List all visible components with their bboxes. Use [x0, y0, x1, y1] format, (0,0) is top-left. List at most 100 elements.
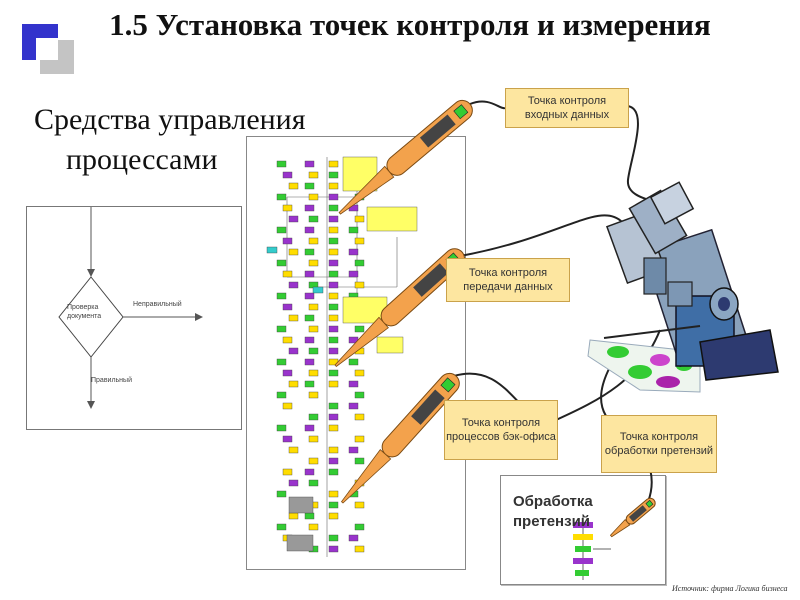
process-step — [282, 468, 293, 476]
process-step — [328, 457, 339, 465]
process-step — [288, 215, 299, 223]
process-step — [276, 523, 287, 531]
process-step — [328, 369, 339, 377]
process-step — [276, 490, 287, 498]
process-step — [304, 292, 315, 300]
process-step — [348, 270, 359, 278]
process-step — [276, 424, 287, 432]
process-step — [288, 446, 299, 454]
process-step — [304, 380, 315, 388]
process-step — [328, 446, 339, 454]
process-step — [354, 501, 365, 509]
flowchart-drawing — [58, 207, 203, 409]
process-step — [276, 358, 287, 366]
claims-panel-title: Обработка претензий — [513, 493, 593, 530]
process-step — [304, 160, 315, 168]
process-step — [308, 391, 319, 399]
process-step — [354, 545, 365, 553]
process-step — [308, 259, 319, 267]
process-step — [354, 413, 365, 421]
process-step — [304, 226, 315, 234]
process-step — [282, 303, 293, 311]
process-step — [288, 314, 299, 322]
control-point-backoffice-callout: Точка контроля процессов бэк-офиса — [444, 400, 558, 460]
process-step — [288, 347, 299, 355]
process-step — [304, 314, 315, 322]
process-step — [354, 457, 365, 465]
process-step — [328, 490, 339, 498]
process-step — [348, 248, 359, 256]
decision-label: Проверка документа — [67, 304, 102, 320]
thermometer-probe — [340, 372, 460, 504]
process-step — [288, 479, 299, 487]
process-step — [328, 182, 339, 190]
correct-label: Правильный — [91, 377, 132, 384]
process-step — [282, 171, 293, 179]
process-step — [282, 402, 293, 410]
process-step — [328, 237, 339, 245]
process-step — [354, 369, 365, 377]
process-step — [308, 237, 319, 245]
process-step — [288, 281, 299, 289]
process-step — [328, 270, 339, 278]
process-step — [348, 402, 359, 410]
process-step — [312, 286, 324, 294]
process-step — [276, 226, 287, 234]
process-step — [354, 523, 365, 531]
process-step — [288, 380, 299, 388]
process-step — [348, 446, 359, 454]
process-step — [354, 325, 365, 333]
process-step — [328, 413, 339, 421]
process-step — [308, 171, 319, 179]
source-note: Источник: фирма Логика бизнеса — [672, 584, 788, 593]
process-step — [304, 248, 315, 256]
process-step — [348, 358, 359, 366]
thermometer-probe — [609, 497, 656, 538]
process-step — [328, 512, 339, 520]
thermometer-probes — [334, 99, 656, 538]
thermometer-probe — [334, 248, 466, 368]
process-step — [354, 215, 365, 223]
process-step — [304, 204, 315, 212]
process-step — [328, 347, 339, 355]
control-point-input-callout: Точка контроля входных данных — [505, 88, 629, 128]
process-step — [304, 358, 315, 366]
subtitle-line-1: Средства управления — [34, 103, 306, 136]
process-map-panel — [246, 136, 466, 570]
process-step — [328, 501, 339, 509]
accent-square-white — [36, 38, 58, 60]
process-step — [276, 193, 287, 201]
process-step — [308, 325, 319, 333]
process-step — [282, 369, 293, 377]
process-step — [276, 391, 287, 399]
process-step — [308, 215, 319, 223]
process-note — [342, 296, 388, 324]
process-step — [328, 160, 339, 168]
process-step — [282, 270, 293, 278]
process-map-drawing — [266, 156, 418, 557]
process-step — [276, 160, 287, 168]
process-step — [328, 171, 339, 179]
process-step — [276, 292, 287, 300]
process-step — [276, 325, 287, 333]
process-step — [308, 413, 319, 421]
process-step — [328, 402, 339, 410]
process-step — [328, 380, 339, 388]
process-step — [282, 435, 293, 443]
process-step — [308, 523, 319, 531]
process-note — [286, 534, 314, 552]
process-step — [348, 380, 359, 388]
process-step — [308, 435, 319, 443]
process-step — [328, 292, 339, 300]
process-step — [328, 424, 339, 432]
process-step — [308, 347, 319, 355]
process-step — [328, 226, 339, 234]
incorrect-label: Неправильный — [133, 301, 182, 308]
control-point-claims-callout: Точка контроля обработки претензий — [601, 415, 717, 473]
process-step — [354, 237, 365, 245]
process-step — [308, 303, 319, 311]
process-step — [282, 204, 293, 212]
process-step — [328, 259, 339, 267]
process-step — [308, 193, 319, 201]
